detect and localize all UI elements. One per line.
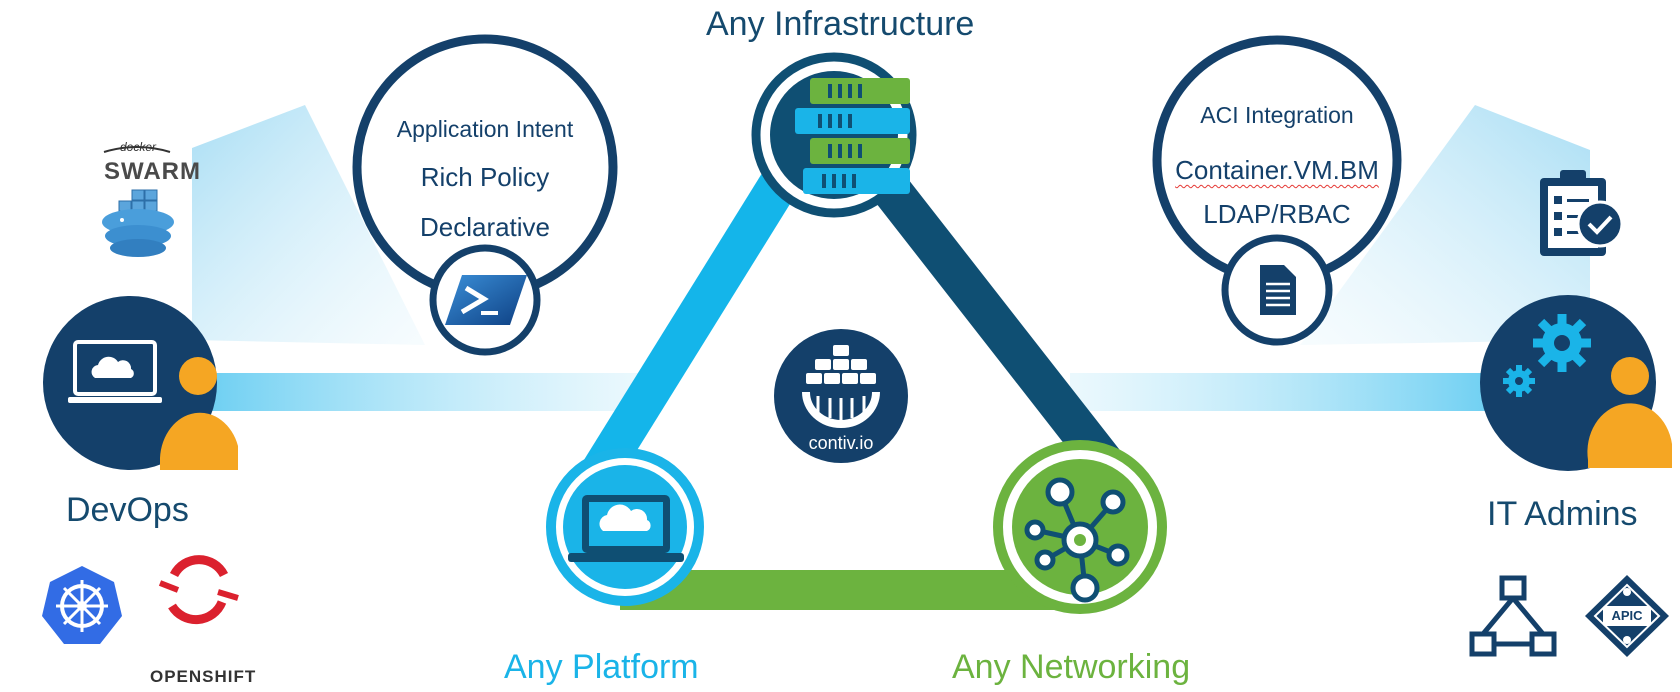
laptop-cloud-icon bbox=[568, 495, 684, 562]
network-hub-icon bbox=[1024, 477, 1130, 603]
edge-infra-networking bbox=[844, 137, 1126, 483]
platform-label: Any Platform bbox=[504, 648, 699, 686]
networking-label: Any Networking bbox=[952, 648, 1191, 686]
server-rack-icon bbox=[795, 78, 910, 194]
apic-icon bbox=[1585, 575, 1669, 657]
contiv-logo-text: contiv.io bbox=[808, 433, 874, 453]
admins-feature-ldap-rbac: LDAP/RBAC bbox=[1203, 199, 1351, 229]
apic-icon-label: APIC bbox=[1611, 608, 1643, 623]
devops-feature-declarative: Declarative bbox=[419, 212, 551, 242]
admins-feature-container-vm-bm: Container.VM.BM bbox=[1175, 155, 1379, 185]
devops-avatar bbox=[43, 296, 238, 470]
networking-node bbox=[993, 440, 1167, 614]
admins-wedge-beam bbox=[1300, 105, 1590, 345]
devops-feature-rich-policy: Rich Policy bbox=[420, 162, 550, 192]
edge-infra-platform bbox=[578, 139, 817, 491]
infrastructure-node bbox=[751, 52, 917, 218]
document-icon bbox=[1221, 234, 1333, 346]
checklist-icon bbox=[1540, 170, 1624, 256]
openshift-logo-text: OPENSHIFT bbox=[150, 667, 257, 686]
admins-features-circle bbox=[1152, 35, 1402, 346]
devops-horizontal-beam bbox=[210, 373, 640, 411]
devops-features-circle bbox=[352, 34, 618, 356]
admins-feature-aci-integration: ACI Integration bbox=[1200, 102, 1354, 128]
contiv-logo-icon bbox=[774, 329, 908, 463]
gear-icon bbox=[1503, 314, 1591, 397]
infrastructure-title: Any Infrastructure bbox=[706, 5, 975, 43]
laptop-cloud-icon bbox=[68, 340, 162, 403]
it-admins-label: IT Admins bbox=[1487, 495, 1638, 533]
hierarchy-icon bbox=[1469, 575, 1557, 657]
docker-swarm-logo-bottom: SWARM bbox=[104, 158, 201, 185]
admins-avatar bbox=[1480, 295, 1672, 471]
openshift-icon bbox=[158, 555, 239, 625]
powershell-icon bbox=[429, 244, 541, 356]
platform-node bbox=[546, 448, 704, 606]
devops-label: DevOps bbox=[66, 491, 189, 529]
devops-wedge-beam bbox=[192, 105, 425, 345]
docker-swarm-logo-top: docker bbox=[120, 140, 157, 154]
docker-swarm-icon bbox=[102, 146, 174, 257]
kubernetes-icon bbox=[42, 566, 122, 644]
admins-horizontal-beam bbox=[1070, 373, 1490, 411]
devops-feature-application-intent: Application Intent bbox=[396, 116, 574, 142]
